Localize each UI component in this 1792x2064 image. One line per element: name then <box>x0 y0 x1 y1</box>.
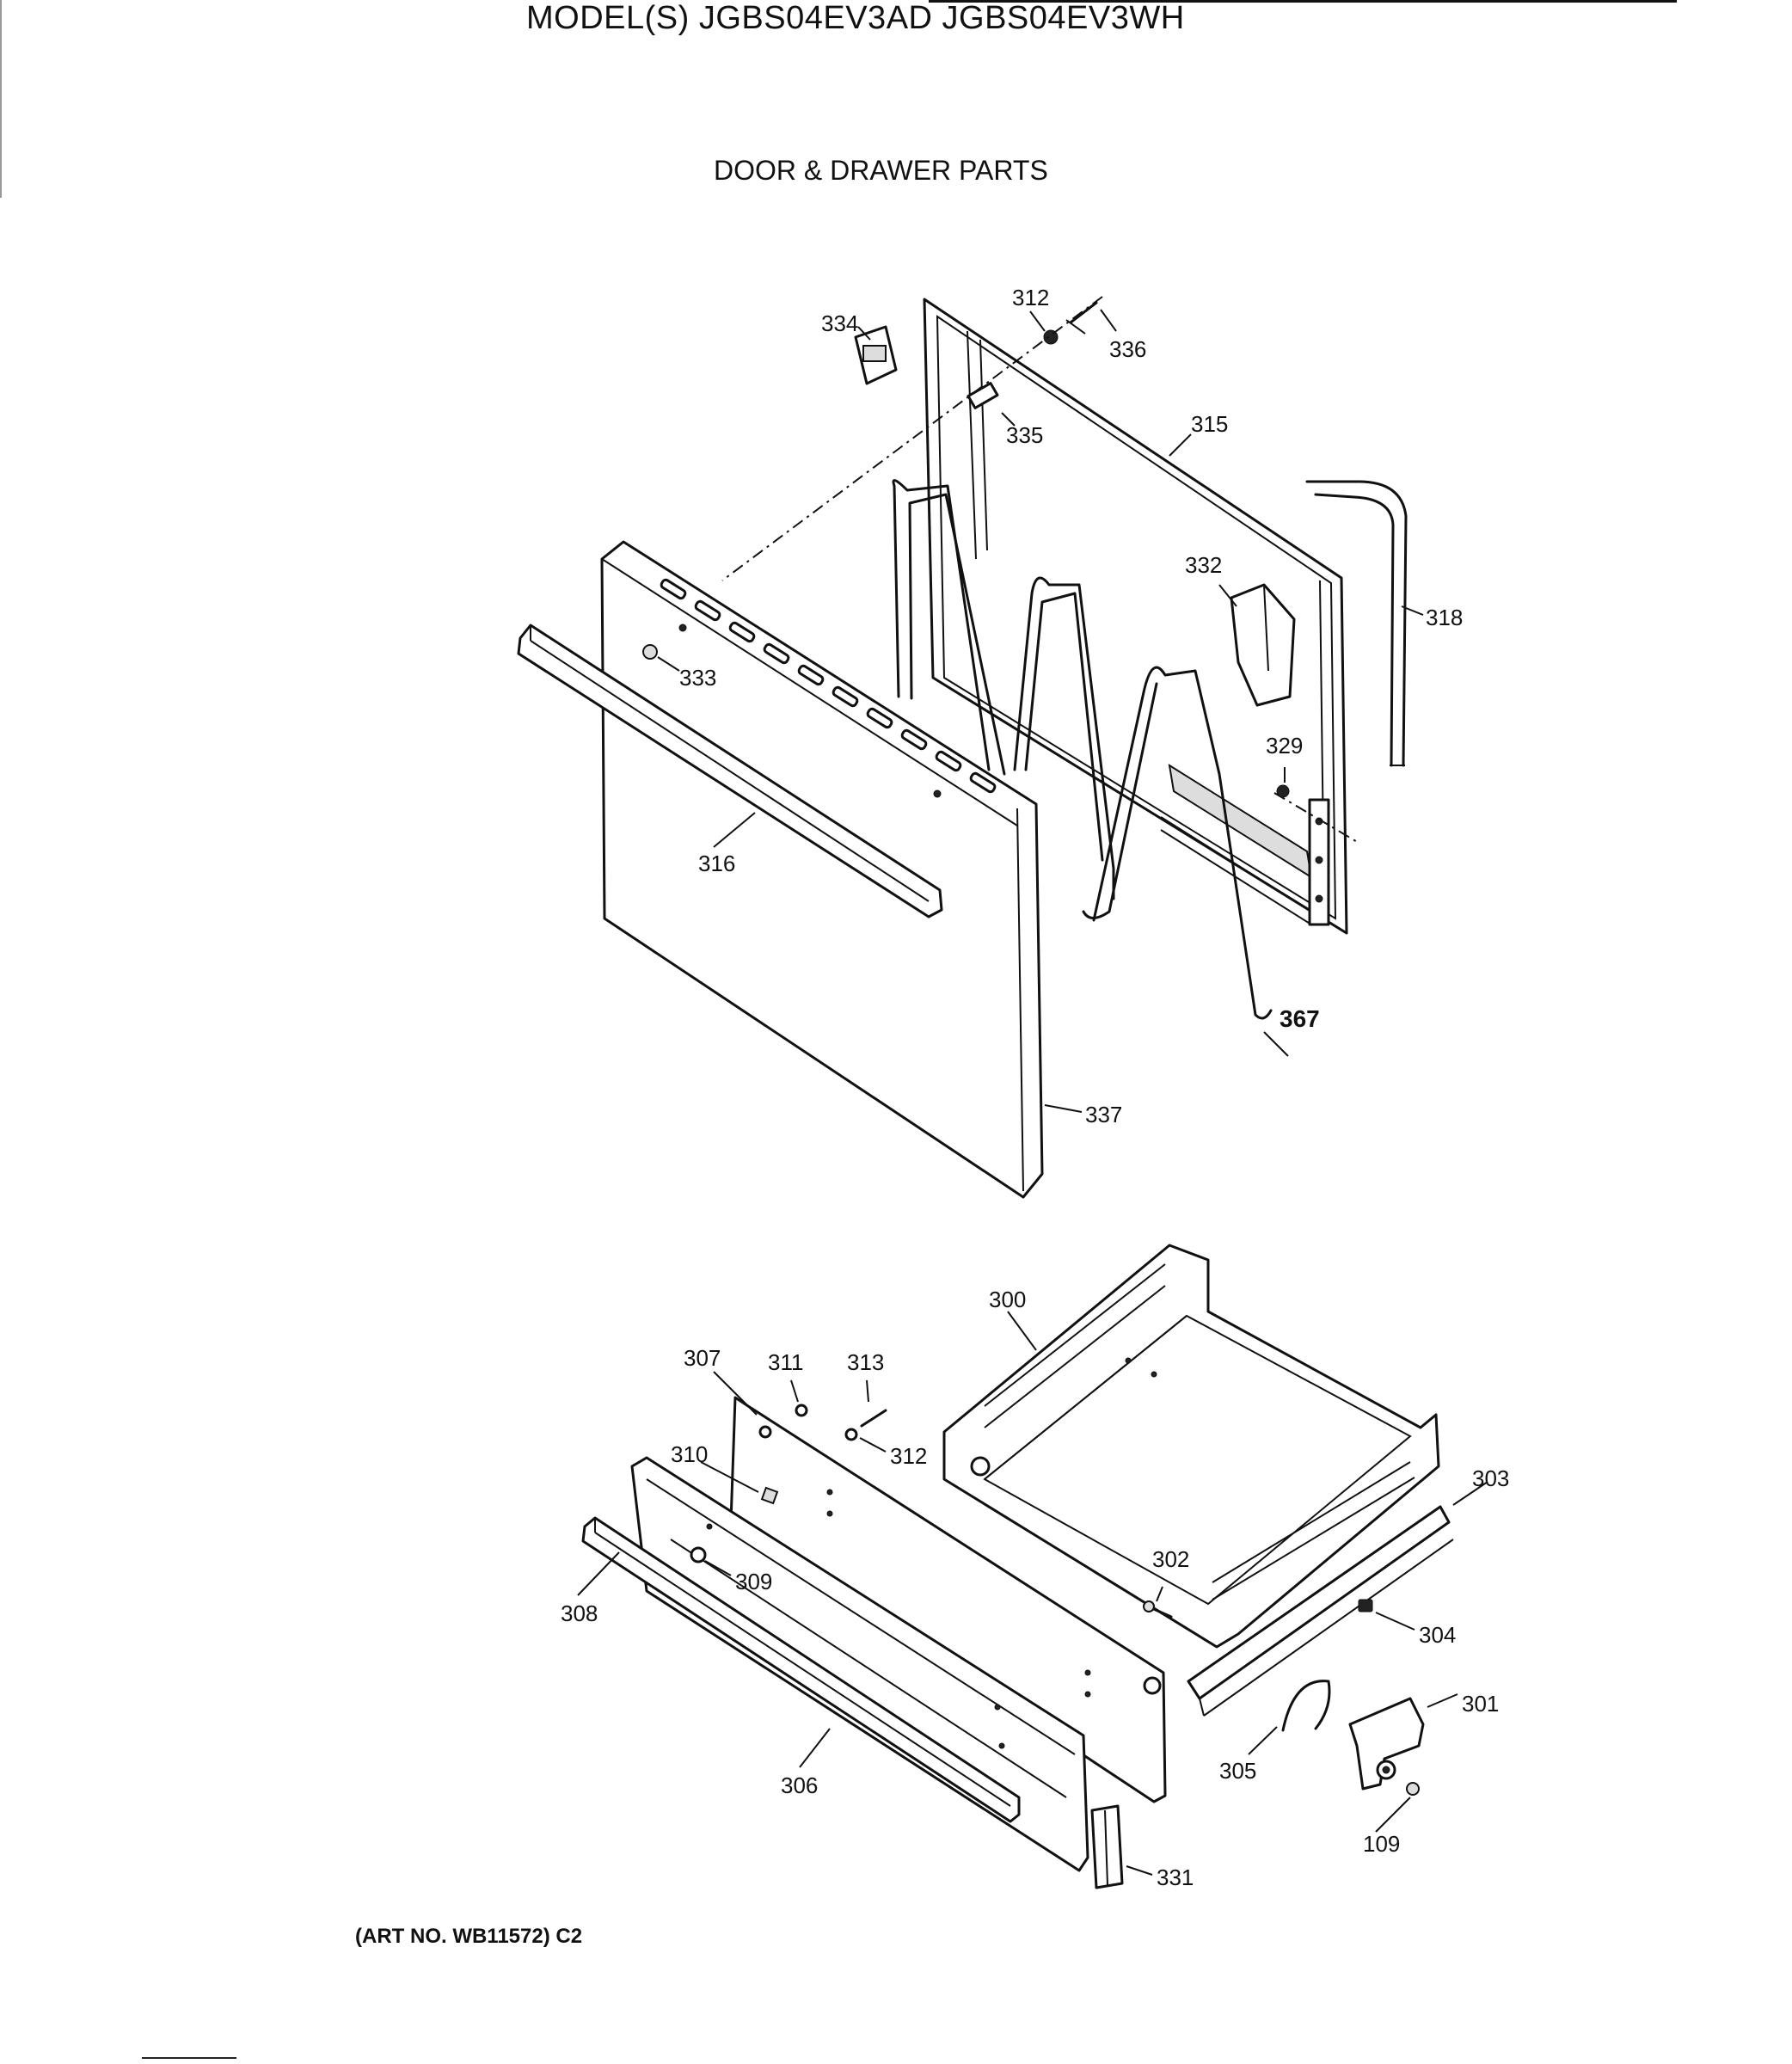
alignment-line-upper <box>721 296 1103 581</box>
callout-313: 313 <box>847 1349 884 1375</box>
bottom-rule <box>142 2057 236 2059</box>
top-rule <box>929 0 1677 3</box>
callout-318: 318 <box>1426 605 1463 630</box>
callout-312-lower: 312 <box>890 1443 927 1469</box>
callout-334: 334 <box>821 310 858 336</box>
callout-304: 304 <box>1419 1622 1456 1648</box>
callout-311: 311 <box>768 1349 803 1375</box>
callout-302: 302 <box>1152 1546 1189 1572</box>
drawer-body-300 <box>942 1244 1440 1649</box>
section-title: DOOR & DRAWER PARTS <box>714 155 1048 186</box>
end-cap-331 <box>1090 1804 1124 1889</box>
callout-305: 305 <box>1219 1758 1256 1784</box>
callout-331: 331 <box>1157 1864 1194 1890</box>
insulation-block-332 <box>1230 583 1296 707</box>
callout-333: 333 <box>679 665 716 691</box>
leader-lines <box>577 309 1488 1876</box>
callout-307: 307 <box>684 1345 721 1371</box>
callout-316: 316 <box>698 851 735 876</box>
callout-109: 109 <box>1363 1831 1400 1857</box>
spacer-335 <box>967 382 999 409</box>
left-edge-rule <box>0 0 2 198</box>
vent-slots <box>660 578 997 794</box>
callout-336: 336 <box>1109 336 1146 362</box>
callout-308: 308 <box>561 1600 598 1626</box>
nut-109 <box>1406 1782 1420 1796</box>
grommet-309 <box>690 1546 707 1563</box>
bracket-334 <box>854 325 898 385</box>
callout-labels: 312 334 336 335 315 318 332 333 329 316 … <box>561 285 1509 1890</box>
screw-313 <box>860 1409 887 1428</box>
rail-clip-304 <box>1358 1599 1373 1612</box>
screw-329 <box>1276 784 1290 798</box>
callout-312-upper: 312 <box>1012 285 1049 310</box>
callout-309: 309 <box>735 1569 772 1594</box>
plug-333 <box>642 644 658 660</box>
callout-367: 367 <box>1280 1005 1320 1032</box>
callout-300: 300 <box>989 1287 1026 1312</box>
spring-305 <box>1281 1680 1331 1732</box>
stud-302 <box>1143 1600 1173 1619</box>
outer-door-panel-337 <box>600 540 1044 1199</box>
callout-315: 315 <box>1191 411 1228 437</box>
washer-311 <box>795 1404 808 1417</box>
washer-312 <box>844 1428 858 1441</box>
door-handle-316 <box>517 624 943 918</box>
screw-336 <box>1065 301 1098 335</box>
drawer-rail-303 <box>1187 1505 1454 1717</box>
clip-310 <box>760 1486 779 1505</box>
callout-332: 332 <box>1185 552 1222 578</box>
drawer-handle-308 <box>581 1516 1021 1823</box>
callout-306: 306 <box>781 1772 818 1798</box>
callout-301: 301 <box>1462 1691 1499 1717</box>
callout-335: 335 <box>1006 422 1043 448</box>
wire-frame-367 <box>892 479 1273 1020</box>
door-gasket-318 <box>1305 480 1408 767</box>
callout-337: 337 <box>1085 1102 1122 1127</box>
art-number: (ART NO. WB11572) C2 <box>355 1925 583 1948</box>
callout-310: 310 <box>671 1441 708 1467</box>
alignment-line-329 <box>1273 792 1359 844</box>
callout-303: 303 <box>1472 1465 1509 1491</box>
callout-329: 329 <box>1266 733 1303 759</box>
model-title: MODEL(S) JGBS04EV3AD JGBS04EV3WH <box>526 0 1185 36</box>
inner-door-panel-315 <box>923 298 1348 935</box>
drawer-bracket-301 <box>1348 1697 1425 1791</box>
